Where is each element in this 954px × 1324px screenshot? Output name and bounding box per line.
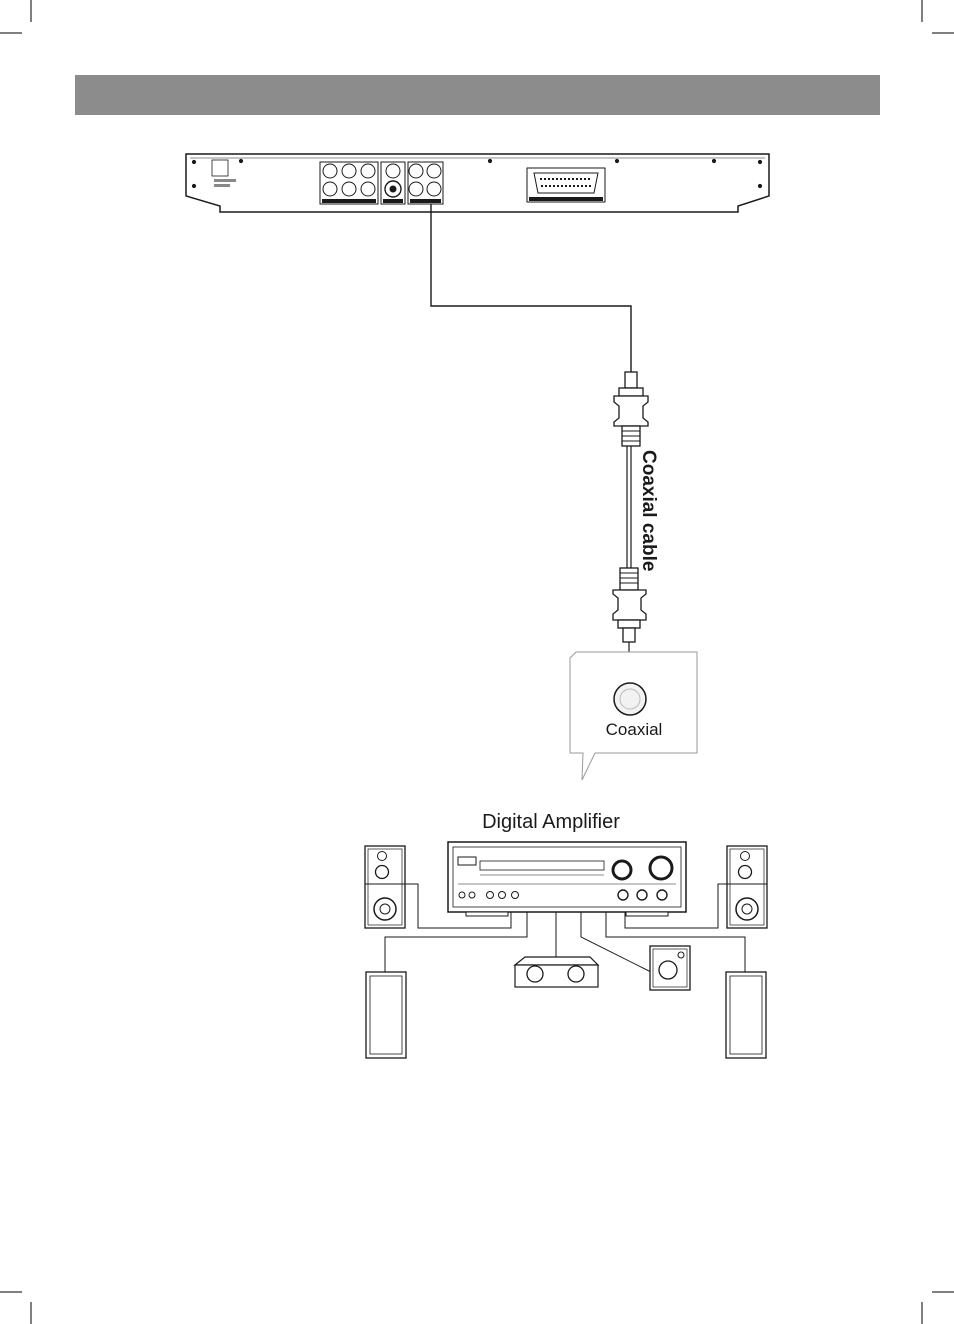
speaker-front-right bbox=[727, 846, 767, 928]
volume-knob bbox=[650, 857, 672, 879]
speaker-rear-right bbox=[726, 972, 766, 1058]
coaxial-jack-icon bbox=[614, 683, 646, 715]
dvd-player-back-panel bbox=[186, 154, 769, 212]
input-selector-knob bbox=[613, 861, 631, 879]
speaker-center bbox=[515, 957, 598, 987]
coaxial-jack-callout: Coaxial bbox=[570, 652, 697, 780]
amplifier-label: Digital Amplifier bbox=[482, 811, 620, 833]
speaker-rear-left bbox=[366, 972, 406, 1058]
cable-label: Coaxial cable bbox=[638, 450, 659, 571]
coaxial-jack-label: Coaxial bbox=[606, 720, 663, 739]
coaxial-cable bbox=[431, 204, 631, 700]
rca-plug-upper bbox=[614, 372, 648, 446]
subwoofer bbox=[650, 946, 690, 990]
rca-plug-lower bbox=[613, 568, 646, 642]
digital-amplifier bbox=[448, 842, 686, 916]
speaker-front-left bbox=[365, 846, 405, 928]
